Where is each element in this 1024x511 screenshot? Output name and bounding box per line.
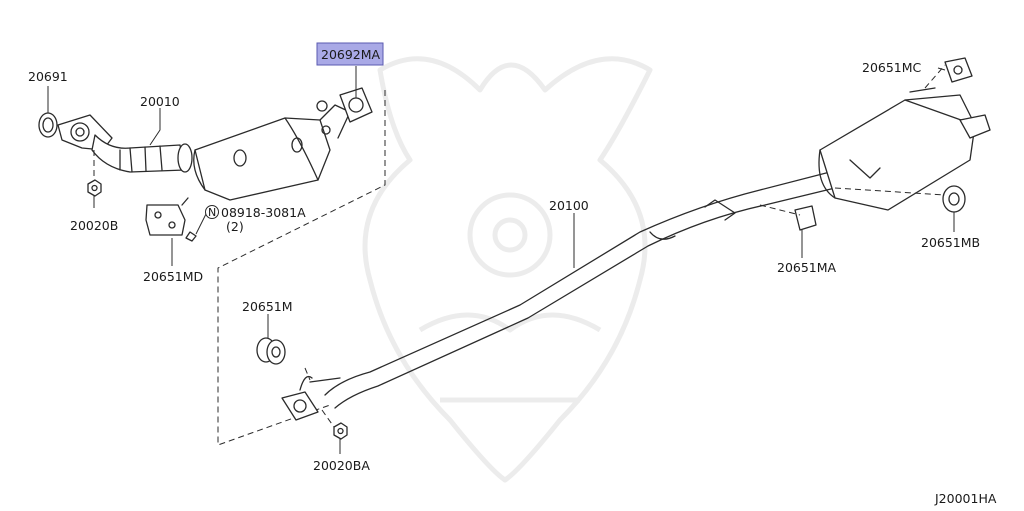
label-08918-3081a[interactable]: 08918-3081A [221, 205, 306, 220]
kit-boundary [217, 90, 386, 446]
label-20691[interactable]: 20691 [28, 69, 68, 84]
label-20651md[interactable]: 20651MD [143, 269, 203, 284]
middle-pipe[interactable] [281, 171, 836, 421]
label-20651mc[interactable]: 20651MC [862, 60, 922, 75]
gasket-20692ma[interactable] [339, 87, 373, 123]
label-20020ba[interactable]: 20020BA [313, 458, 370, 473]
mount-rubber-20651mb[interactable] [942, 185, 966, 213]
nut-20020ba[interactable] [333, 422, 348, 440]
bracket-20651md[interactable] [145, 197, 197, 242]
selected-part-highlight [316, 42, 384, 66]
svg-text:N: N [208, 206, 216, 219]
front-tube[interactable] [57, 114, 193, 173]
label-20651m[interactable]: 20651M [242, 299, 293, 314]
label-20692ma[interactable]: 20692MA [321, 47, 381, 62]
mount-rubber-20651mc[interactable] [944, 57, 973, 83]
flange-gasket[interactable] [38, 112, 58, 138]
label-20651mb[interactable]: 20651MB [921, 235, 980, 250]
label-20010[interactable]: 20010 [140, 94, 180, 109]
label-20100[interactable]: 20100 [549, 198, 589, 213]
nut-symbol: N [205, 205, 219, 219]
watermark-emblem [362, 56, 653, 483]
label-20020b[interactable]: 20020B [70, 218, 118, 233]
nut-20020b[interactable] [87, 179, 102, 197]
diagram-code: J20001HA [934, 491, 997, 506]
label-08918-quantity: (2) [226, 219, 244, 234]
mount-rubber-20651m[interactable] [256, 337, 286, 365]
label-20651ma[interactable]: 20651MA [777, 260, 837, 275]
catalytic-converter[interactable] [193, 100, 351, 201]
leader-lines [47, 64, 955, 454]
mount-rubber-20651ma[interactable] [794, 205, 817, 231]
muffler[interactable] [818, 87, 991, 211]
